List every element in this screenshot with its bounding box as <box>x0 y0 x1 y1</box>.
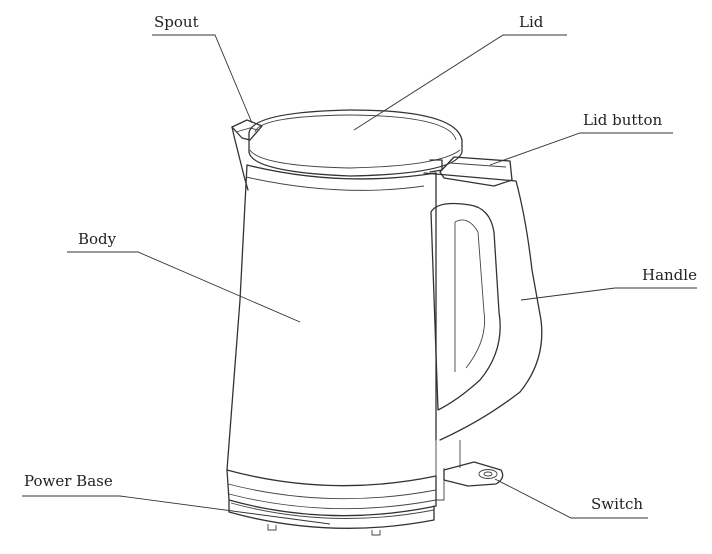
body-leader <box>67 251 301 323</box>
handle-label: Handle <box>642 266 697 284</box>
lid-button-leader <box>489 132 673 166</box>
lid-shape <box>248 109 463 177</box>
power-base-shape <box>226 469 437 536</box>
power-base-leader <box>22 495 331 525</box>
spout-label: Spout <box>154 13 199 31</box>
handle-shape <box>423 172 543 501</box>
body-shape <box>226 164 437 471</box>
spout-leader <box>152 34 253 124</box>
leader-lines <box>22 34 697 525</box>
lid-leader <box>353 34 567 131</box>
power-base-label: Power Base <box>24 472 113 490</box>
body-label: Body <box>78 230 117 248</box>
lid-button-label: Lid button <box>583 111 662 129</box>
labels: Spout Lid Lid button Body Handle Power B… <box>24 13 697 513</box>
lid-label: Lid <box>519 13 544 31</box>
switch-shape <box>443 461 504 487</box>
kettle-drawing <box>226 109 543 536</box>
switch-leader <box>494 478 648 519</box>
handle-leader <box>520 287 697 301</box>
switch-label: Switch <box>591 495 643 513</box>
